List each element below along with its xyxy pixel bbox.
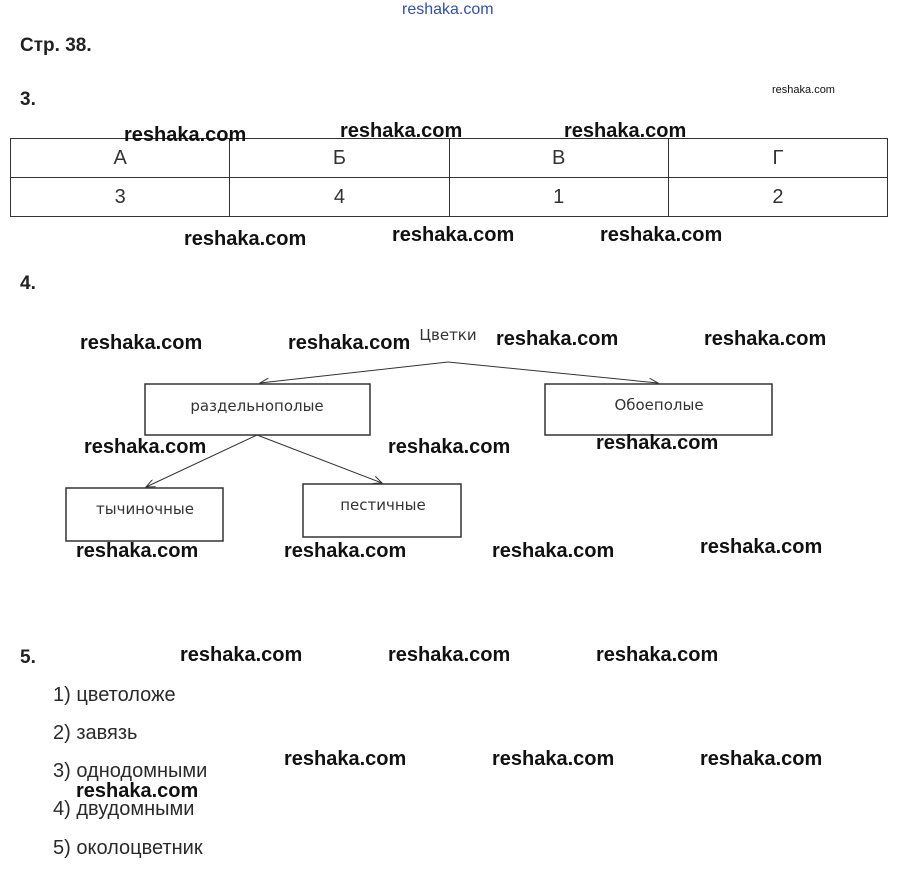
node-left: раздельнополые xyxy=(190,397,323,415)
table-header-cell: Б xyxy=(229,138,450,178)
list-item: 2) завязь xyxy=(53,722,138,744)
watermark: reshaka.com xyxy=(124,124,247,146)
watermark: reshaka.com xyxy=(284,748,407,770)
node-left-child-2: пестичные xyxy=(340,496,426,514)
watermark: reshaka.com xyxy=(496,328,619,350)
answer-table: А Б В Г 3 4 1 2 xyxy=(9,138,889,217)
site-link[interactable]: reshaka.com xyxy=(402,1,494,18)
watermark: reshaka.com xyxy=(600,224,723,246)
task-5-number: 5. xyxy=(20,647,36,668)
watermark: reshaka.com xyxy=(76,780,199,802)
watermark: reshaka.com xyxy=(704,328,827,350)
table-cell: 3 xyxy=(9,177,231,217)
list-item: 4) двудомными xyxy=(53,798,195,820)
watermark: reshaka.com xyxy=(392,224,515,246)
table-header-row: А Б В Г xyxy=(9,138,889,178)
task-3-number: 3. xyxy=(20,89,36,110)
watermark: reshaka.com xyxy=(184,228,307,250)
table-cell: 1 xyxy=(448,177,669,217)
box-left xyxy=(144,383,371,436)
watermark: reshaka.com xyxy=(388,436,511,458)
node-root: Цветки xyxy=(419,326,476,344)
box-left-child-2 xyxy=(302,483,462,538)
box-right xyxy=(544,383,773,436)
table-cell: 4 xyxy=(229,177,450,217)
watermark: reshaka.com xyxy=(288,332,411,354)
arrow-left-to-child-2 xyxy=(256,434,382,483)
watermark: reshaka.com xyxy=(596,644,719,666)
watermark: reshaka.com xyxy=(340,120,463,142)
table-header-cell: А xyxy=(9,138,231,178)
page-reference: Стр. 38. xyxy=(20,35,92,56)
watermark: reshaka.com xyxy=(700,536,823,558)
table-row: 3 4 1 2 xyxy=(9,177,889,217)
watermark: reshaka.com xyxy=(388,644,511,666)
table-header-cell: Г xyxy=(667,138,889,178)
watermark: reshaka.com xyxy=(596,432,719,454)
watermark: reshaka.com xyxy=(76,540,199,562)
task-4-number: 4. xyxy=(20,273,36,294)
watermark: reshaka.com xyxy=(80,332,203,354)
list-item: 5) околоцветник xyxy=(53,837,203,859)
watermark: reshaka.com xyxy=(84,436,207,458)
arrow-root-to-left xyxy=(260,361,449,383)
watermark: reshaka.com xyxy=(772,84,835,96)
watermark: reshaka.com xyxy=(284,540,407,562)
list-item: 1) цветоложе xyxy=(53,684,176,706)
watermark: reshaka.com xyxy=(180,644,303,666)
watermark: reshaka.com xyxy=(492,540,615,562)
node-right: Обоеполые xyxy=(614,396,703,414)
list-item: 3) однодомными xyxy=(53,760,208,782)
table-cell: 2 xyxy=(667,177,889,217)
watermark: reshaka.com xyxy=(700,748,823,770)
watermark: reshaka.com xyxy=(564,120,687,142)
box-left-child-1 xyxy=(65,487,224,542)
node-left-child-1: тычиночные xyxy=(96,500,194,518)
arrow-root-to-right xyxy=(447,361,658,383)
arrow-left-to-child-1 xyxy=(146,434,258,487)
watermark: reshaka.com xyxy=(492,748,615,770)
